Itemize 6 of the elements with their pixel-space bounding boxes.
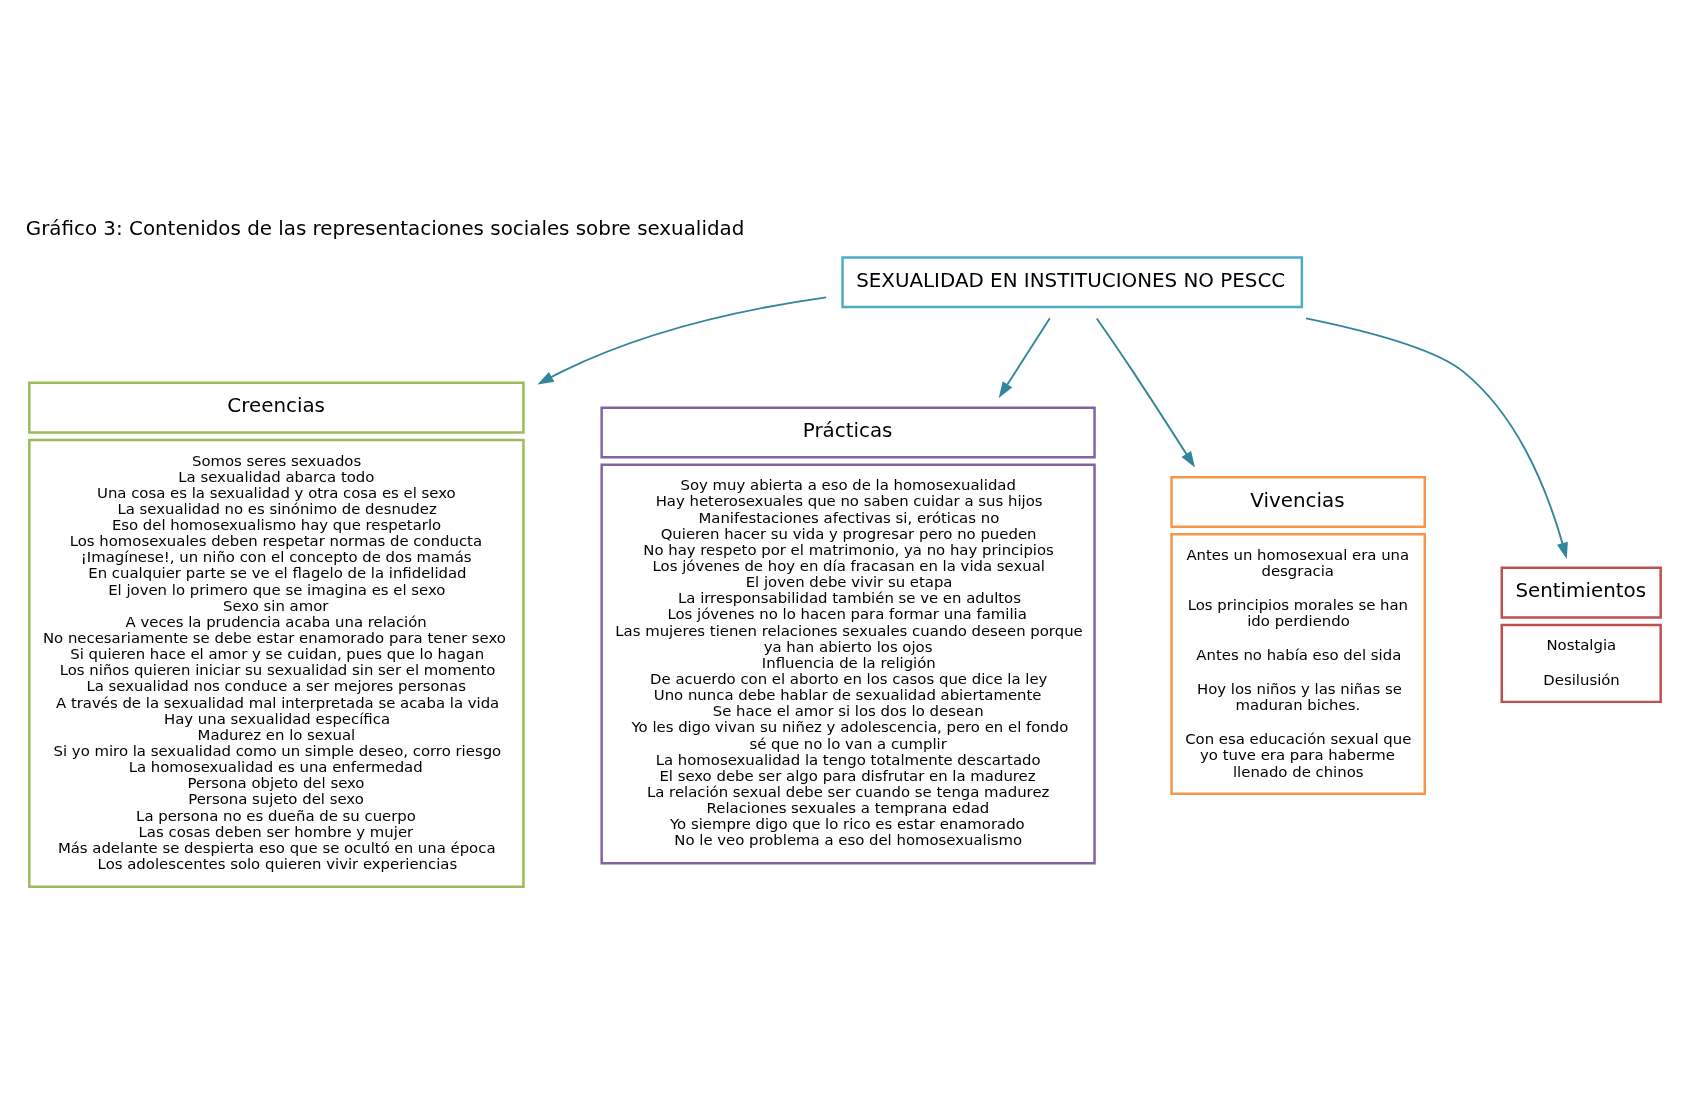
node-box: SEXUALIDAD EN INSTITUCIONES NO PESCC [841,255,1304,308]
arrow [1095,317,1195,468]
arrow [537,296,828,385]
diagram-title: Gráfico 3: Contenidos de las representaciones sociales sobre sexualidad [25,216,745,240]
arrow [998,316,1051,398]
arrow [1305,316,1568,559]
